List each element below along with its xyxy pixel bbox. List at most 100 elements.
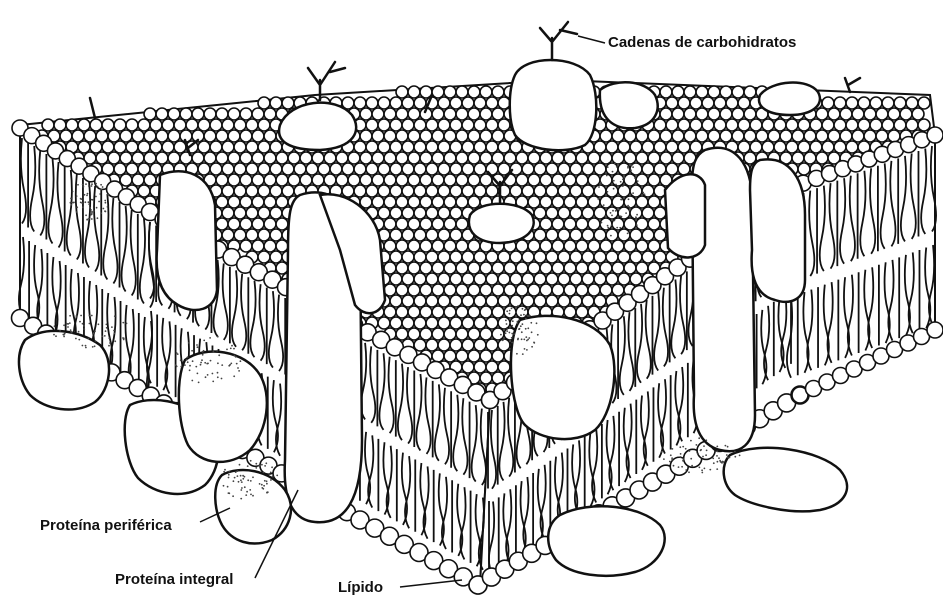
stipple-dot xyxy=(240,489,242,491)
stipple-dot xyxy=(77,184,79,186)
stipple-dot xyxy=(97,217,99,219)
lipid-head xyxy=(486,119,498,131)
lipid-head xyxy=(732,130,744,142)
lipid-head xyxy=(216,108,228,120)
lipid-head xyxy=(540,218,552,230)
lipid-head xyxy=(606,207,618,219)
lipid-head xyxy=(546,295,558,307)
lipid-head xyxy=(360,130,372,142)
lipid-head xyxy=(582,207,594,219)
lipid-head xyxy=(174,141,186,153)
stipple-dot xyxy=(263,485,265,487)
lipid-head xyxy=(654,119,666,131)
stipple-dot xyxy=(195,366,197,368)
lipid-head xyxy=(384,218,396,230)
lipid-head xyxy=(654,251,666,263)
stipple-dot xyxy=(104,200,106,202)
lipid-head xyxy=(498,317,510,329)
lipid-head xyxy=(606,251,618,263)
lipid-head xyxy=(462,273,474,285)
stipple-dot xyxy=(701,469,703,471)
lipid-head xyxy=(480,306,492,318)
lipid-head xyxy=(498,251,510,263)
lipid-head xyxy=(450,251,462,263)
lipid-head xyxy=(516,284,528,296)
lipid-head xyxy=(576,262,588,274)
lipid-head xyxy=(402,317,414,329)
lipid-head xyxy=(414,273,426,285)
stipple-dot xyxy=(597,198,599,200)
lipid-head xyxy=(612,262,624,274)
stipple-dot xyxy=(240,498,242,500)
lipid-head xyxy=(756,130,768,142)
lipid-head xyxy=(336,174,348,186)
lipid-head xyxy=(846,119,858,131)
lipid-head xyxy=(366,141,378,153)
lipid-head xyxy=(270,97,282,109)
lipid-head xyxy=(684,130,696,142)
lipid-head xyxy=(864,130,876,142)
lipid-head xyxy=(672,130,684,142)
lipid-head xyxy=(816,152,828,164)
stipple-dot xyxy=(232,495,234,497)
lipid-head xyxy=(426,273,438,285)
lipid-head xyxy=(78,119,90,131)
stipple-dot xyxy=(81,198,83,200)
lipid-head xyxy=(606,163,618,175)
stipple-dot xyxy=(85,347,87,349)
stipple-dot xyxy=(78,339,80,341)
lipid-head xyxy=(552,218,564,230)
stipple-dot xyxy=(244,486,246,488)
lipid-head xyxy=(414,207,426,219)
lipid-head xyxy=(558,295,570,307)
leader-carbohydrates xyxy=(578,36,605,43)
stipple-dot xyxy=(209,337,211,339)
lipid-head xyxy=(666,97,678,109)
lipid-head xyxy=(270,229,282,241)
stipple-dot xyxy=(509,332,511,334)
lipid-head xyxy=(426,339,438,351)
lipid-head xyxy=(426,229,438,241)
lipid-head xyxy=(594,273,606,285)
stipple-dot xyxy=(252,495,254,497)
stipple-dot xyxy=(224,469,226,471)
stipple-dot xyxy=(709,469,711,471)
lipid-head xyxy=(468,174,480,186)
lipid-head xyxy=(732,86,744,98)
lipid-head xyxy=(636,152,648,164)
lipid-head xyxy=(462,97,474,109)
lipid-head xyxy=(408,152,420,164)
lipid-head xyxy=(744,108,756,120)
stipple-dot xyxy=(729,457,731,459)
lipid-head xyxy=(894,97,906,109)
lipid-head xyxy=(732,108,744,120)
lipid-head xyxy=(234,207,246,219)
stipple-dot xyxy=(100,212,102,214)
stipple-dot xyxy=(200,362,202,364)
stipple-dot xyxy=(515,312,517,314)
stipple-dot xyxy=(644,193,646,195)
stipple-dot xyxy=(661,451,663,453)
lipid-head xyxy=(492,108,504,120)
stipple-dot xyxy=(670,454,672,456)
lipid-head xyxy=(252,240,264,252)
lipid-head xyxy=(438,97,450,109)
lipid-head xyxy=(444,152,456,164)
lipid-head xyxy=(390,295,402,307)
stipple-dot xyxy=(258,465,260,467)
lipid-head xyxy=(216,152,228,164)
lipid-head xyxy=(492,328,504,340)
lipid-head xyxy=(354,185,366,197)
stipple-dot xyxy=(627,205,629,207)
lipid-head xyxy=(444,240,456,252)
lipid-head xyxy=(468,284,480,296)
stipple-dot xyxy=(67,326,69,328)
stipple-dot xyxy=(255,467,257,469)
lipid-head xyxy=(204,130,216,142)
stipple-dot xyxy=(100,184,102,186)
lipid-head xyxy=(594,229,606,241)
lipid-head xyxy=(216,130,228,142)
stipple-dot xyxy=(713,462,715,464)
lipid-head xyxy=(390,229,402,241)
lipid-head xyxy=(234,229,246,241)
